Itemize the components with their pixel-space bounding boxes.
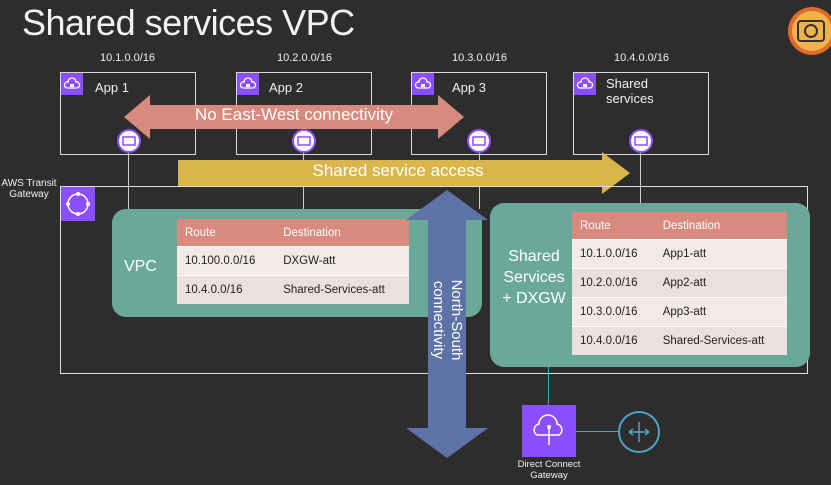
attachment-icon [629, 129, 653, 153]
vpc-label-app2: App 2 [269, 80, 303, 95]
vpc-label-shared: Shared services [606, 76, 654, 106]
vpc-cloud-icon [61, 73, 83, 95]
vpc-route-table-label: VPC [124, 258, 157, 275]
destination-cell: App2-att [654, 268, 787, 298]
direct-connect-icon [522, 405, 576, 457]
direct-connect-label: Direct Connect Gateway [517, 459, 581, 481]
destination-header: Destination [275, 219, 409, 247]
vpc-label-app1: App 1 [95, 80, 129, 95]
router-icon [618, 411, 660, 453]
table-row: 10.1.0.0/16 App1-att [572, 239, 787, 269]
route-cell: 10.100.0.0/16 [177, 246, 276, 276]
shared-route-table: Route Destination 10.1.0.0/16 App1-att 1… [572, 212, 787, 355]
shared-access-arrow [178, 152, 630, 194]
vpc-box-shared [573, 72, 709, 155]
page-title: Shared services VPC [22, 2, 355, 43]
vpc-cidr-app1: 10.1.0.0/16 [100, 52, 156, 64]
connector-line [640, 152, 641, 204]
tgw-label: AWS Transit Gateway [1, 178, 57, 200]
vpc-route-table: Route Destination 10.100.0.0/16 DXGW-att… [177, 219, 409, 304]
route-cell: 10.4.0.0/16 [572, 326, 655, 355]
destination-cell: DXGW-att [275, 246, 409, 276]
east-west-arrow [124, 95, 464, 139]
vpc-cidr-shared: 10.4.0.0/16 [614, 52, 670, 64]
table-row: 10.2.0.0/16 App2-att [572, 268, 787, 298]
destination-cell: Shared-Services-att [654, 326, 787, 355]
north-south-arrow [406, 190, 488, 458]
table-row: 10.3.0.0/16 App3-att [572, 297, 787, 327]
attachment-icon [467, 129, 491, 153]
vpc-label-app3: App 3 [452, 80, 486, 95]
route-header: Route [572, 212, 655, 240]
table-row: 10.4.0.0/16 Shared-Services-att [572, 326, 787, 355]
vpc-cloud-icon [412, 73, 434, 95]
transit-gateway-icon [61, 187, 95, 221]
dx-router-line [575, 431, 618, 432]
connector-line [128, 152, 129, 209]
shared-route-table-label: Shared Services + DXGW [502, 248, 566, 307]
north-south-label: North-South connectivity [430, 279, 465, 361]
camera-icon [788, 7, 831, 55]
vpc-cloud-icon [237, 73, 259, 95]
table-row: 10.4.0.0/16 Shared-Services-att [177, 275, 409, 304]
destination-header: Destination [654, 212, 787, 240]
route-cell: 10.1.0.0/16 [572, 239, 655, 269]
vpc-cidr-app2: 10.2.0.0/16 [277, 52, 333, 64]
route-cell: 10.3.0.0/16 [572, 297, 655, 327]
vpc-cidr-app3: 10.3.0.0/16 [452, 52, 508, 64]
shared-access-label: Shared service access [312, 161, 484, 180]
table-row: 10.100.0.0/16 DXGW-att [177, 246, 409, 276]
vpc-cloud-icon [574, 73, 596, 95]
attachment-icon [117, 129, 141, 153]
destination-cell: Shared-Services-att [275, 275, 409, 304]
east-west-label: No East-West connectivity [194, 105, 394, 124]
route-cell: 10.2.0.0/16 [572, 268, 655, 298]
attachment-icon [292, 129, 316, 153]
destination-cell: App3-att [654, 297, 787, 327]
route-cell: 10.4.0.0/16 [177, 275, 276, 304]
dx-connector-line [548, 367, 549, 405]
route-header: Route [177, 219, 276, 247]
destination-cell: App1-att [654, 239, 787, 269]
